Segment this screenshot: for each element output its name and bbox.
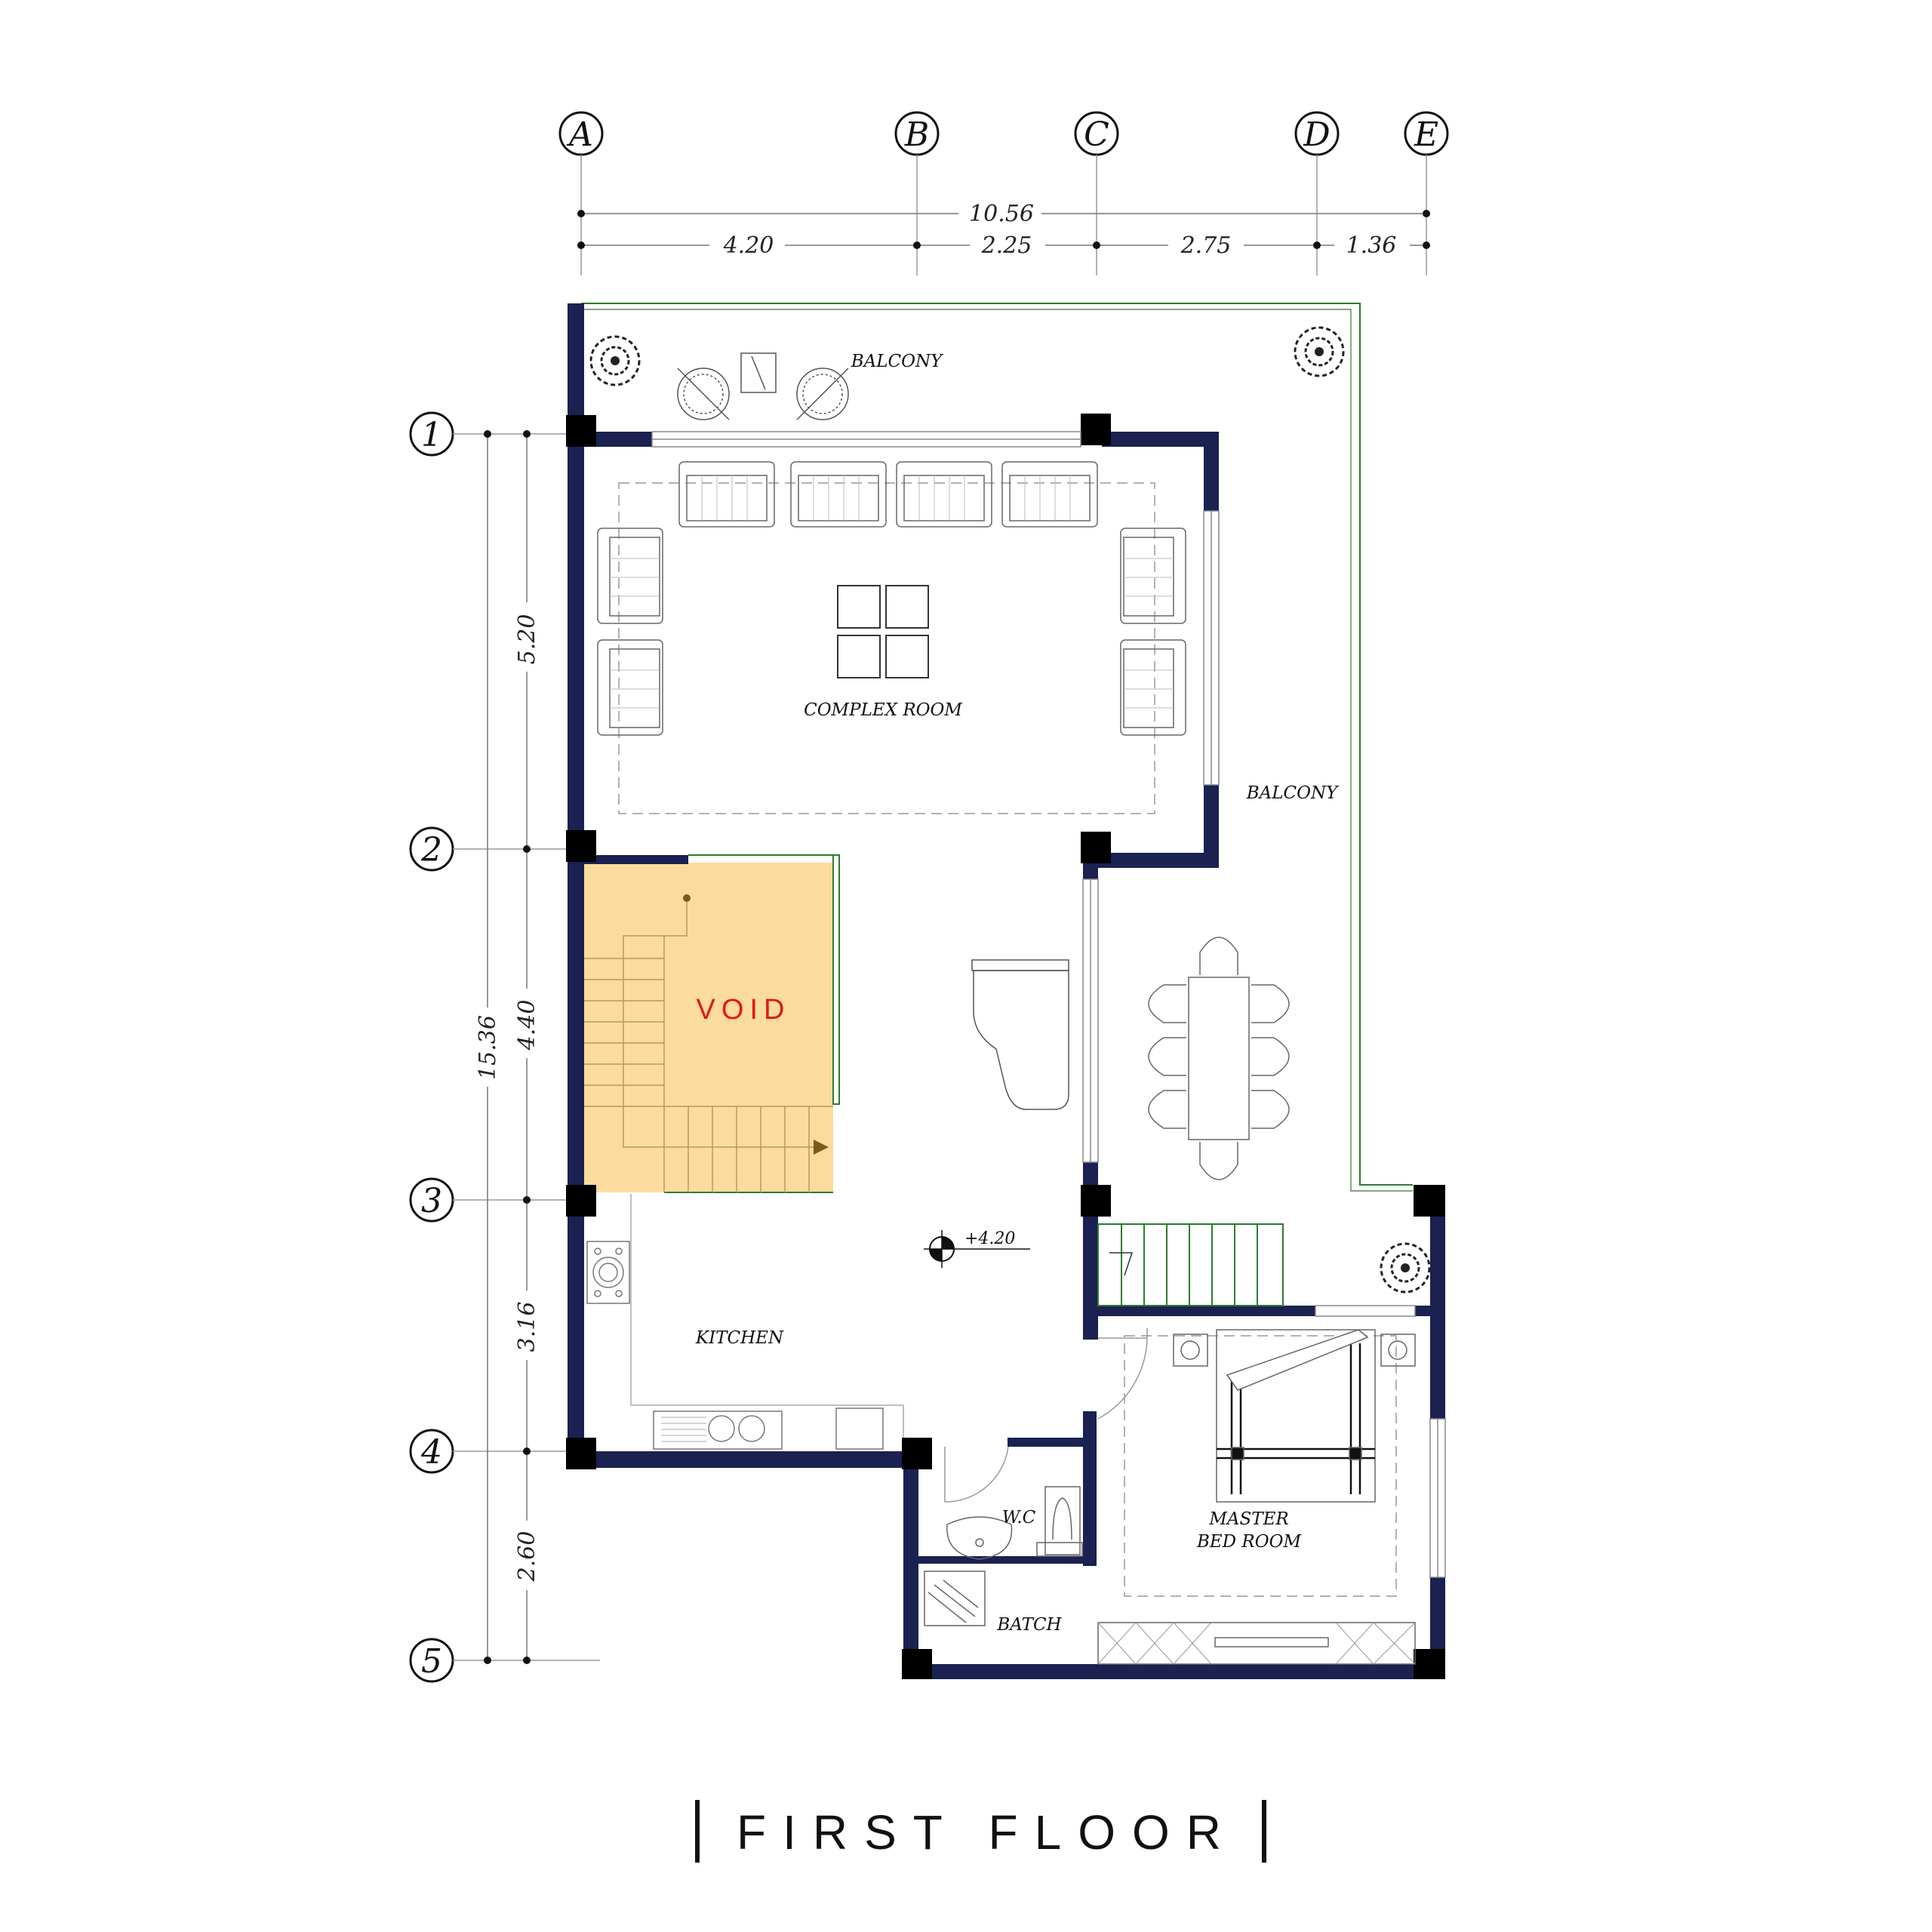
level-label: +4.20 <box>964 1229 1015 1248</box>
level-marker: +4.20 <box>924 1229 1030 1268</box>
row-grid-bubbles <box>409 411 454 1683</box>
grid-label-5: 5 <box>421 1642 442 1681</box>
washbasin-icon <box>946 1516 1013 1560</box>
dining-table <box>1188 977 1250 1140</box>
shower-icon <box>924 1571 986 1626</box>
dim-segment-ab: 4.20 <box>723 232 774 259</box>
stove-icon <box>586 1241 630 1304</box>
horizontal-dimensions: 10.56 4.20 2.25 2.75 1.36 <box>577 198 1430 259</box>
balcony-furniture <box>677 352 849 420</box>
balcony-railing <box>581 303 1413 1192</box>
drawing-title: FIRST FLOOR <box>695 1800 1266 1863</box>
bed <box>1216 1329 1376 1503</box>
master-bedroom-furniture <box>1097 1328 1416 1665</box>
stair-right <box>1097 1223 1284 1306</box>
wardrobe <box>1097 1622 1416 1665</box>
void-stair <box>584 898 833 1192</box>
grand-piano-icon <box>971 959 1069 1110</box>
grid-label-4: 4 <box>420 1433 442 1472</box>
windows <box>651 431 1446 1578</box>
armchair-right-2 <box>1120 639 1186 736</box>
sink-icon <box>653 1411 783 1450</box>
column-a3 <box>566 1185 596 1217</box>
title-label: FIRST FLOOR <box>737 1805 1238 1860</box>
grid-label-2: 2 <box>420 831 442 869</box>
void-fill <box>584 863 833 1192</box>
dim-overall-height: 15.36 <box>475 1015 501 1080</box>
column-a1 <box>566 415 596 447</box>
fridge-icon <box>835 1407 884 1450</box>
column-e3 <box>1414 1185 1445 1217</box>
plant-icon-right <box>1380 1242 1431 1294</box>
grid-label-1: 1 <box>421 416 442 454</box>
complex-room-furniture <box>597 461 1186 814</box>
nightstand-right <box>1380 1334 1416 1367</box>
balcony-right-label: BALCONY <box>1246 783 1340 803</box>
column-c2 <box>1081 832 1111 863</box>
dim-segment-cd: 2.75 <box>1180 232 1232 259</box>
void-label: VOID <box>697 994 791 1026</box>
column-e5 <box>1414 1649 1445 1679</box>
kitchen-label: KITCHEN <box>695 1328 784 1348</box>
armchair-right-1 <box>1120 528 1186 624</box>
structural-columns <box>566 414 1445 1679</box>
column-c1 <box>1081 414 1111 445</box>
dim-segment-12: 5.20 <box>514 614 540 665</box>
grid-label-a: A <box>566 115 593 154</box>
sofa-top <box>678 461 1098 528</box>
wc-label: W.C <box>1002 1508 1036 1527</box>
grid-label-c: C <box>1084 115 1109 154</box>
bath-label: BATCH <box>996 1615 1062 1635</box>
master-bedroom-label-2: BED ROOM <box>1196 1532 1302 1552</box>
lounge-chair-left <box>677 368 730 420</box>
void-area: VOID <box>584 854 840 1193</box>
plant-icon-top-right <box>1294 326 1345 377</box>
dim-segment-45: 2.60 <box>514 1531 540 1583</box>
grid-label-3: 3 <box>421 1182 442 1220</box>
grid-label-b: B <box>904 115 929 154</box>
dining-set <box>1148 937 1290 1180</box>
dim-segment-34: 3.16 <box>514 1302 540 1352</box>
plant-icon-top-left <box>589 335 641 386</box>
dim-segment-bc: 2.25 <box>981 232 1032 259</box>
armchair-left-1 <box>597 528 663 624</box>
bedroom-rug <box>1124 1335 1397 1597</box>
complex-room-label: COMPLEX ROOM <box>804 700 963 720</box>
grid-label-d: D <box>1303 115 1330 154</box>
dim-overall-width: 10.56 <box>969 201 1034 227</box>
side-table <box>740 352 777 393</box>
nightstand-left <box>1173 1334 1208 1367</box>
grid-label-e: E <box>1414 115 1438 154</box>
dim-segment-23: 4.40 <box>514 1000 540 1051</box>
master-bedroom-label-1: MASTER <box>1208 1509 1288 1529</box>
balcony-top-label: BALCONY <box>851 352 944 371</box>
armchair-left-2 <box>597 639 663 736</box>
column-c3 <box>1081 1185 1111 1217</box>
column-a2 <box>566 830 596 862</box>
column-b5 <box>902 1649 932 1679</box>
vertical-dimensions: 15.36 5.20 4.40 3.16 2.60 <box>453 430 600 1664</box>
dim-segment-de: 1.36 <box>1346 232 1397 259</box>
bathroom-fixtures <box>924 1446 1083 1626</box>
lounge-chair-right <box>796 368 849 420</box>
kitchen-fixtures <box>586 1194 904 1450</box>
toilet-icon <box>1044 1486 1081 1555</box>
rug <box>618 482 1155 814</box>
coffee-tables <box>837 585 929 678</box>
column-a4 <box>566 1438 596 1469</box>
column-b4 <box>902 1438 932 1469</box>
